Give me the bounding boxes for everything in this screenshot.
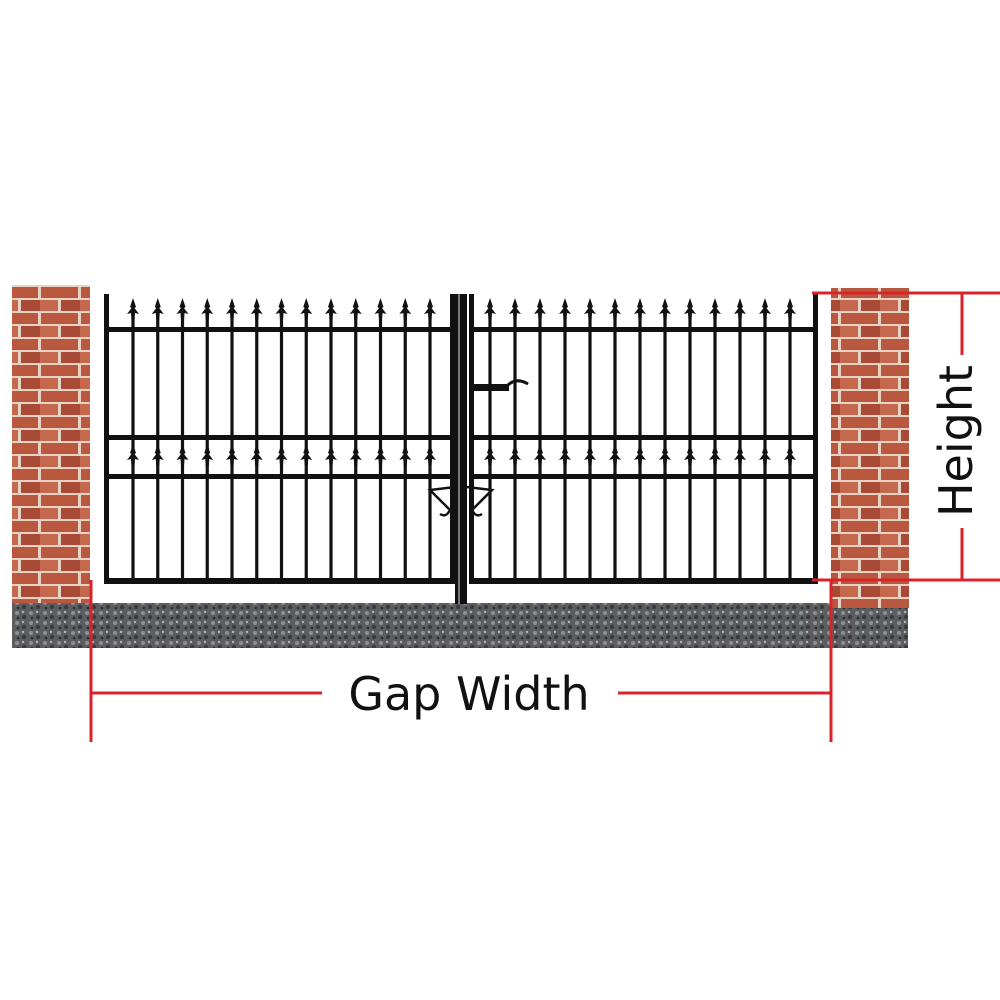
right-leaf-top-finial [659, 298, 671, 320]
right-leaf-lower-finial [484, 444, 496, 466]
right-leaf-lower-rail [469, 474, 818, 479]
right-leaf-top-rail [469, 327, 818, 332]
right-leaf-top-finial [534, 298, 546, 320]
right-leaf-lower-finial [509, 444, 521, 466]
left-leaf-lower-finial [374, 444, 387, 466]
left-leaf-lower-finial [176, 444, 189, 466]
left-leaf-lower-finial [325, 444, 337, 466]
left-leaf-middle-rail [104, 435, 455, 440]
left-leaf-bottom-rail [104, 578, 455, 584]
left-leaf-top-finial [275, 298, 288, 320]
left-leaf-top-finial [127, 298, 139, 320]
center-post-highlight [458, 294, 460, 604]
right-leaf-lower-finial [759, 444, 771, 466]
right-leaf-top-finial [684, 298, 696, 320]
right-leaf-top-finial [509, 298, 521, 320]
right-leaf-top-finial [784, 298, 796, 320]
left-leaf-top-finial [374, 298, 387, 320]
right-leaf-middle-rail [469, 435, 818, 440]
right-leaf-top-finial [634, 298, 646, 320]
left-leaf-top-finial [399, 298, 412, 320]
left-leaf-lower-finial [349, 444, 362, 466]
right-leaf-top-finial [559, 298, 571, 320]
left-leaf-top-finial [349, 298, 362, 320]
left-leaf-lower-finial [151, 444, 164, 466]
height-dimension [812, 291, 1000, 582]
right-leaf-lower-finial [734, 444, 746, 466]
left-leaf-lower-finial [127, 444, 139, 466]
right-leaf-lower-finial [609, 444, 621, 466]
right-leaf-top-finial [484, 298, 496, 320]
double-gate [104, 294, 818, 604]
right-leaf-top-finial [709, 298, 721, 320]
center-post [455, 294, 467, 604]
left-leaf-lower-finial [424, 444, 436, 466]
right-leaf-top-finial [609, 298, 621, 320]
right-scroll-bracket [466, 485, 495, 517]
latch-handle [503, 379, 529, 390]
left-leaf-top-finial [325, 298, 337, 320]
left-leaf-lower-finial [300, 444, 313, 466]
height-label: Height [929, 365, 983, 517]
left-leaf-top-finial [151, 298, 164, 320]
left-leaf-top-finial [176, 298, 189, 320]
right-leaf-lower-finial [709, 444, 721, 466]
right-leaf-top-finial [584, 298, 596, 320]
left-leaf-top-finial [424, 298, 436, 320]
left-leaf-lower-finial [201, 444, 214, 466]
left-leaf-top-finial [300, 298, 313, 320]
left-leaf-lower-finial [275, 444, 288, 466]
left-leaf-lower-finial [250, 444, 263, 466]
right-leaf-lower-finial [584, 444, 596, 466]
right-leaf-lower-finial [684, 444, 696, 466]
left-leaf-top-rail [104, 327, 455, 332]
left-leaf-lower-finial [399, 444, 412, 466]
gap-width-label: Gap Width [348, 667, 589, 721]
left-leaf-top-finial [250, 298, 263, 320]
right-leaf-lower-finial [634, 444, 646, 466]
right-leaf-lower-finial [559, 444, 571, 466]
right-leaf-top-finial [759, 298, 771, 320]
gap-width-dimension [89, 580, 833, 742]
ground [12, 603, 908, 648]
left-scroll-bracket [427, 485, 456, 517]
right-leaf-top-finial [734, 298, 746, 320]
right-leaf-lower-finial [534, 444, 546, 466]
left-leaf-top-finial [226, 298, 238, 320]
right-leaf-lower-finial [659, 444, 671, 466]
left-leaf-lower-finial [226, 444, 238, 466]
right-leaf-lower-finial [784, 444, 796, 466]
right-leaf-bottom-rail [469, 578, 818, 584]
left-leaf-top-finial [201, 298, 214, 320]
right-brick-pillar [831, 288, 909, 608]
left-brick-pillar [12, 285, 90, 603]
gate-latch [469, 384, 509, 391]
left-leaf-lower-rail [104, 474, 455, 479]
